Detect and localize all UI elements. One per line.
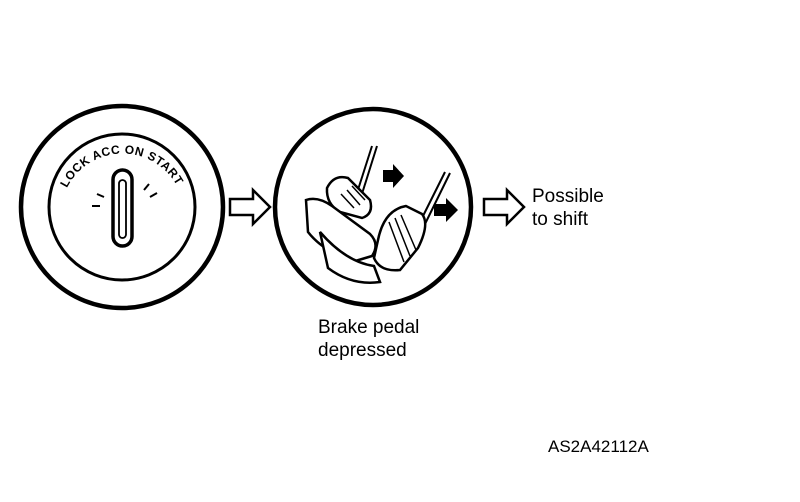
possible-to-shift-line1: Possible <box>532 186 604 207</box>
brake-pedal-line2: depressed <box>318 340 407 361</box>
brake-pedal-illustration <box>272 106 474 308</box>
motion-arrow-icon <box>383 164 404 188</box>
arrow-right-icon <box>482 186 526 228</box>
brake-pedal-label: Brake pedal depressed <box>318 316 419 362</box>
possible-to-shift-line2: to shift <box>532 209 588 230</box>
motion-arrow-icon <box>434 198 458 222</box>
figure-code: AS2A42112A <box>548 437 649 456</box>
brake-pedal-line1: Brake pedal <box>318 317 420 338</box>
possible-to-shift-label: Possible to shift <box>532 185 604 231</box>
ignition-switch-illustration: LOCK ACC ON START <box>18 103 226 311</box>
arrow-right-icon <box>228 186 272 228</box>
